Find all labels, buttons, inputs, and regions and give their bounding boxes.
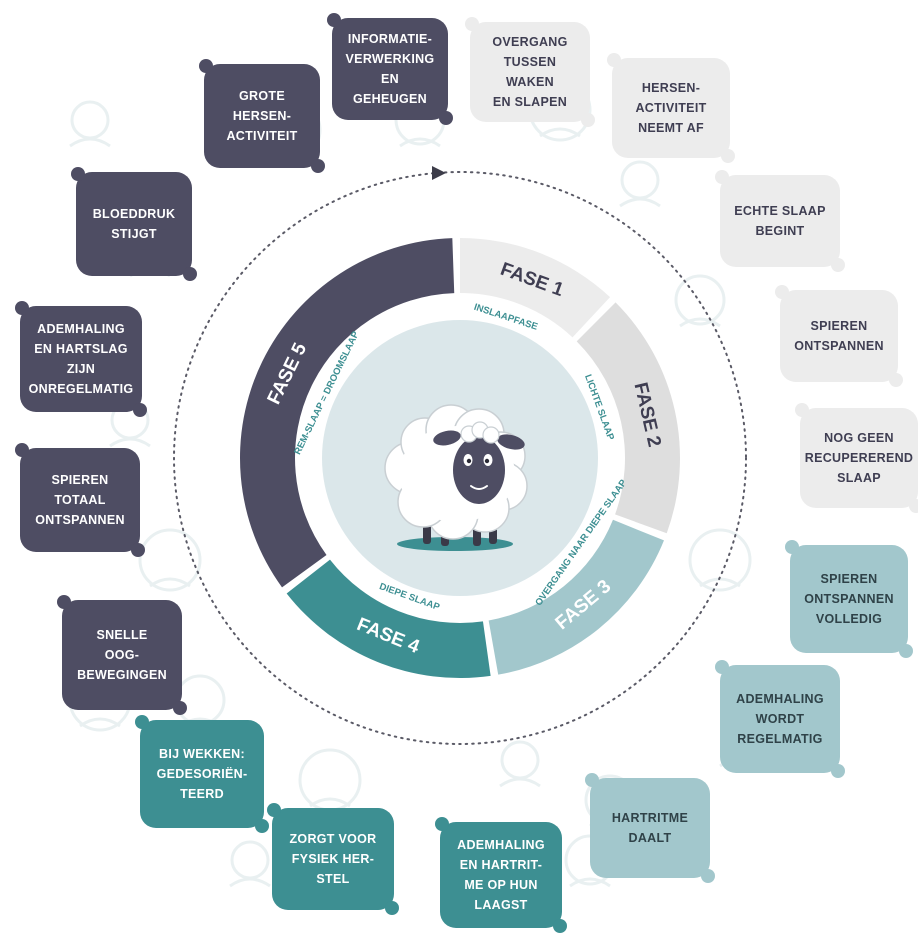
doodle	[229, 840, 271, 888]
pillow-card: ADEMHALING EN HARTSLAG ZIJN ONREGELMATIG	[15, 301, 147, 417]
phase-segments	[240, 238, 680, 678]
pillow-text: ECHTE SLAAP BEGINT	[734, 204, 826, 238]
pillow-text: GROTE HERSEN- ACTIVITEIT	[226, 89, 298, 143]
pillow-card: HARTRITME DAALT	[585, 773, 715, 883]
pillow-card: GROTE HERSEN- ACTIVITEIT	[199, 59, 325, 173]
pillow-text: ADEMHALING EN HARTRIT- ME OP HUN LAAGST	[457, 838, 545, 912]
pillow-card: SPIEREN ONTSPANNEN VOLLEDIG	[785, 540, 913, 658]
doodle	[674, 274, 726, 328]
pillow-card: HERSEN- ACTIVITEIT NEEMT AF	[607, 53, 735, 163]
pillow-text: INFORMATIE- VERWERKING EN GEHEUGEN	[345, 32, 435, 106]
pillow-text: SPIEREN ONTSPANNEN VOLLEDIG	[804, 572, 894, 626]
doodle	[69, 100, 111, 148]
pillow-text: HARTRITME DAALT	[611, 811, 689, 845]
pillow-card: ECHTE SLAAP BEGINT	[715, 170, 845, 272]
phase-segment-4	[286, 559, 491, 678]
pillow-text: ADEMHALING EN HARTSLAG ZIJN ONREGELMATIG	[28, 322, 134, 396]
phase-segment-1	[460, 238, 611, 338]
pillow-card: ADEMHALING EN HARTRIT- ME OP HUN LAAGST	[435, 817, 567, 933]
phase-segment-5	[240, 238, 455, 588]
pillow-card: INFORMATIE- VERWERKING EN GEHEUGEN	[327, 13, 453, 125]
pillow-card: SPIEREN ONTSPANNEN	[775, 285, 903, 387]
doodle	[138, 528, 202, 592]
pillow-text: BIJ WEKKEN: GEDESORIËN- TEERD	[156, 747, 248, 801]
pillow-card: SNELLE OOG- BEWEGINGEN	[57, 595, 187, 715]
phase-segment-2	[576, 302, 680, 534]
pillow-text: SPIEREN TOTAAL ONTSPANNEN	[35, 473, 125, 527]
pillow-text: ZORGT VOOR FYSIEK HER- STEL	[289, 832, 377, 886]
cycle-dotted-circle	[173, 171, 747, 745]
doodle	[499, 740, 541, 788]
pillow-text: HERSEN- ACTIVITEIT NEEMT AF	[635, 81, 707, 135]
pillow-card: BIJ WEKKEN: GEDESORIËN- TEERD	[135, 715, 269, 833]
cycle-arrow-icon	[432, 166, 446, 180]
pillow-card: ZORGT VOOR FYSIEK HER- STEL	[267, 803, 399, 915]
pillow-card: NOG GEEN RECUPEREREND SLAAP	[795, 403, 918, 513]
pillow-card: ADEMHALING WORDT REGELMATIG	[715, 660, 845, 778]
doodle	[298, 748, 362, 812]
pillow-text: OVERGANG TUSSEN WAKEN EN SLAPEN	[492, 35, 568, 109]
doodle	[619, 160, 661, 208]
pillow-text: ADEMHALING WORDT REGELMATIG	[736, 692, 824, 746]
pillow-text: SNELLE OOG- BEWEGINGEN	[77, 628, 167, 682]
sheep-icon	[384, 404, 528, 551]
pillow-card: SPIEREN TOTAAL ONTSPANNEN	[15, 443, 145, 557]
doodle	[688, 528, 752, 592]
pillow-text: NOG GEEN RECUPEREREND SLAAP	[804, 431, 914, 485]
phase-segment-3	[488, 519, 664, 675]
pillow-text: SPIEREN ONTSPANNEN	[794, 319, 884, 353]
pillow-card: BLOEDDRUK STIJGT	[71, 167, 197, 281]
pillow-text: BLOEDDRUK STIJGT	[92, 207, 176, 241]
pillow-card: OVERGANG TUSSEN WAKEN EN SLAPEN	[465, 17, 595, 127]
